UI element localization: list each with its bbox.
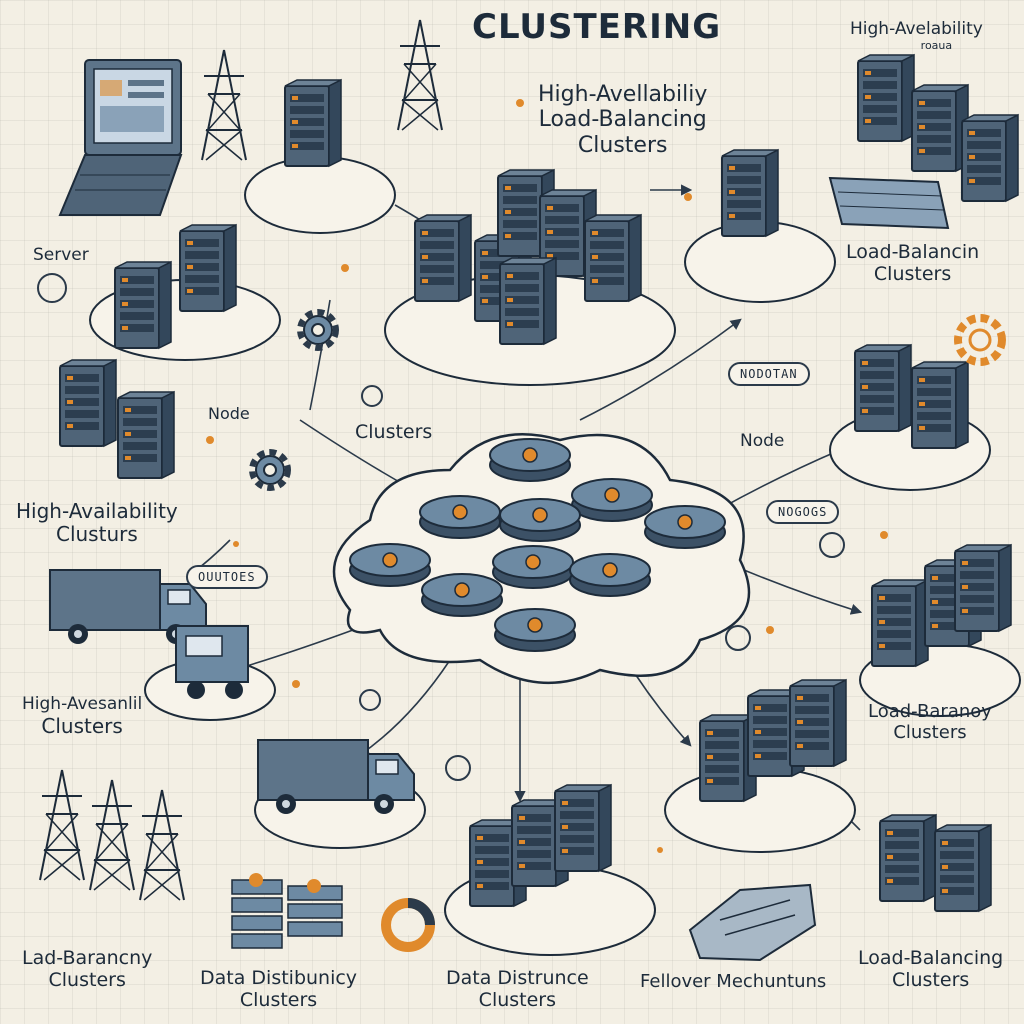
tag-left-mid: OUUTOES [186,565,268,589]
gear-icons [252,312,1006,488]
truck-icons [49,569,415,815]
pie-icon [381,898,435,952]
label-node-left: Node [208,404,250,423]
label-bottom-3: Data Distrunce Clusters [446,967,589,1011]
failover-device-icon [688,883,817,962]
label-bottom-2: Data Distibunicy Clusters [200,967,358,1011]
label-clusters-center: Clusters [355,421,433,443]
label-top-right: High-Avelability roaua [850,19,983,52]
tag-right-mid: NOGOGS [766,500,840,524]
tag-right-upper: NODOTAN [728,362,810,386]
label-bottom-1: Lad-Barancny Clusters [22,947,153,991]
laptop-icon [58,59,183,216]
label-center-top: High-Avellabiliy Load-Balancing Clusters [538,82,708,158]
accent-dots [206,99,888,853]
storage-stack-icon [231,873,343,949]
label-load-bar-right: Load-Baranoy Clusters [868,701,992,743]
label-ha-low-left: High-Avesanlil Clusters [22,694,143,738]
keyboard-icon [828,176,950,230]
label-bottom-4: Fellover Mechuntuns [640,971,827,992]
label-node-right: Node [740,431,785,451]
label-ha-left: High-Availability Clusturs [16,499,178,546]
label-load-balancing-right: Load-Balancin Clusters [846,241,980,285]
label-servers: Server [33,245,89,265]
label-bottom-5: Load-Balancing Clusters [858,947,1004,991]
small-badge-icons [37,273,845,781]
page-title: CLUSTERING [472,7,722,47]
